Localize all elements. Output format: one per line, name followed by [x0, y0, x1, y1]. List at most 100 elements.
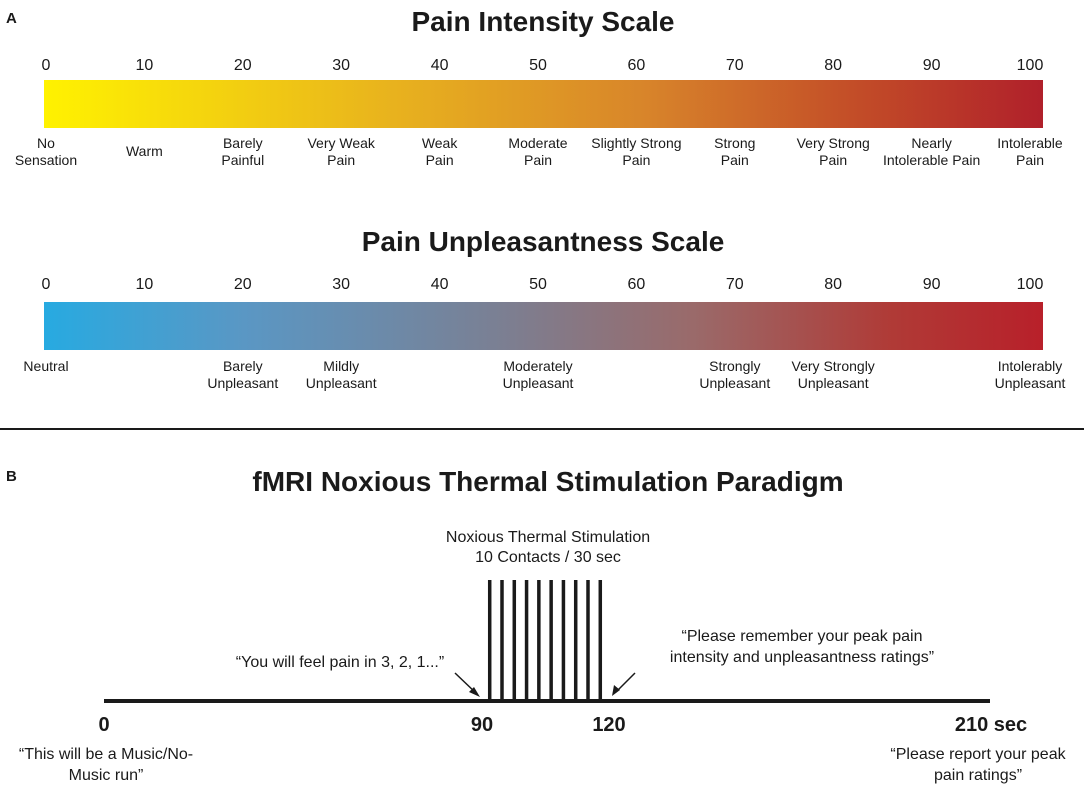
start-quote-line2: Music run” — [68, 767, 144, 784]
stimulation-label: Noxious Thermal Stimulation 10 Contacts … — [446, 528, 650, 568]
descriptor-line1: Moderately — [503, 358, 573, 374]
tick-label: 10 — [135, 276, 154, 293]
descriptor-line1: Very Strong — [796, 135, 870, 151]
tick-label: 90 — [922, 276, 941, 293]
descriptor-line2: Pain — [622, 152, 651, 168]
paradigm-title: fMRI Noxious Thermal Stimulation Paradig… — [252, 466, 844, 497]
start-quote: “This will be a Music/No- Music run” — [19, 744, 193, 786]
tick-label: 50 — [529, 57, 547, 74]
panel-divider — [0, 428, 1084, 430]
tick-label: 30 — [332, 57, 351, 74]
descriptor-line2: Unpleasant — [994, 375, 1066, 391]
descriptor-line1: Warm — [125, 143, 163, 159]
countdown-quote: “You will feel pain in 3, 2, 1...” — [235, 654, 445, 671]
tick-label: 90 — [922, 57, 941, 74]
axis-label-210: 210 sec — [954, 714, 1028, 736]
descriptor-line1: Barely — [222, 135, 263, 151]
descriptor-line1: Weak — [421, 135, 458, 151]
descriptor-line2: Pain — [1015, 152, 1045, 168]
tick-label: 40 — [430, 276, 449, 293]
tick-label: 20 — [233, 57, 252, 74]
descriptor-line1: Nearly — [911, 135, 952, 151]
tick-label: 60 — [627, 57, 646, 74]
descriptor-line2: Sensation — [14, 152, 78, 168]
tick-label: 80 — [824, 57, 843, 74]
descriptor-line1: Intolerably — [997, 358, 1063, 374]
remember-quote-line2: intensity and unpleasantness ratings” — [669, 649, 935, 666]
panel-a-letter: A — [6, 10, 17, 27]
descriptor-line1: Neutral — [23, 358, 69, 374]
tick-label: 60 — [627, 276, 646, 293]
tick-label: 50 — [529, 276, 547, 293]
remember-quote-line1: “Please remember your peak pain — [681, 628, 923, 645]
descriptor-line2: Pain — [425, 152, 454, 168]
unpleasantness-scale-title: Pain Unpleasantness Scale — [361, 226, 725, 257]
tick-label: 30 — [332, 276, 351, 293]
descriptor-line2: Pain — [523, 152, 553, 168]
axis-label-0: 0 — [98, 714, 110, 736]
end-quote: “Please report your peak pain ratings” — [890, 744, 1065, 786]
tick-label: 80 — [824, 276, 843, 293]
axis-label-120: 120 — [592, 714, 626, 736]
descriptor-line2: Unpleasant — [207, 375, 279, 391]
descriptor-line2: Unpleasant — [699, 375, 771, 391]
tick-label: 0 — [41, 57, 51, 74]
tick-label: 20 — [233, 276, 252, 293]
descriptor-line1: Moderate — [508, 135, 568, 151]
tick-label: 100 — [1016, 276, 1044, 293]
descriptor-line1: Very Strongly — [791, 358, 875, 374]
end-quote-line1: “Please report your peak — [890, 746, 1066, 763]
axis-label-90: 90 — [470, 714, 494, 736]
descriptor-line2: Unpleasant — [797, 375, 869, 391]
descriptor-line1: Slightly Strong — [591, 135, 682, 151]
end-quote-line2: pain ratings” — [933, 767, 1023, 784]
descriptor-line1: Strongly — [709, 358, 761, 374]
descriptor-line2: Intolerable Pain — [882, 152, 981, 168]
panel-b-letter: B — [6, 468, 17, 485]
tick-label: 0 — [41, 276, 51, 293]
descriptor-line1: Mildly — [323, 358, 360, 374]
timeline-graphic — [104, 580, 990, 703]
descriptor-line1: Intolerable — [997, 135, 1063, 151]
descriptor-line2: Pain — [720, 152, 749, 168]
descriptor-line2: Unpleasant — [305, 375, 377, 391]
remember-arrow — [612, 672, 636, 696]
descriptor-line2: Painful — [221, 152, 265, 168]
scale-descriptor: Warm — [79, 143, 209, 160]
stimulation-label-line2: 10 Contacts / 30 sec — [475, 549, 621, 566]
intensity-gradient-bar — [44, 80, 1043, 128]
intensity-scale-title: Pain Intensity Scale — [411, 6, 675, 37]
descriptor-line2: Pain — [819, 152, 848, 168]
unpleasantness-gradient-bar — [44, 302, 1043, 350]
tick-label: 70 — [725, 57, 744, 74]
contact-lines — [487, 580, 603, 701]
tick-label: 100 — [1016, 57, 1044, 74]
descriptor-line2: Pain — [327, 152, 356, 168]
tick-label: 10 — [135, 57, 154, 74]
remember-quote: “Please remember your peak pain intensit… — [670, 626, 934, 668]
descriptor-line2: Unpleasant — [502, 375, 574, 391]
tick-label: 40 — [430, 57, 449, 74]
countdown-arrow — [454, 672, 480, 697]
descriptor-line1: Very Weak — [307, 135, 375, 151]
descriptor-line1: Barely — [222, 358, 263, 374]
tick-label: 70 — [725, 276, 744, 293]
descriptor-line1: Strong — [714, 135, 756, 151]
scale-descriptor: Neutral — [0, 358, 111, 375]
